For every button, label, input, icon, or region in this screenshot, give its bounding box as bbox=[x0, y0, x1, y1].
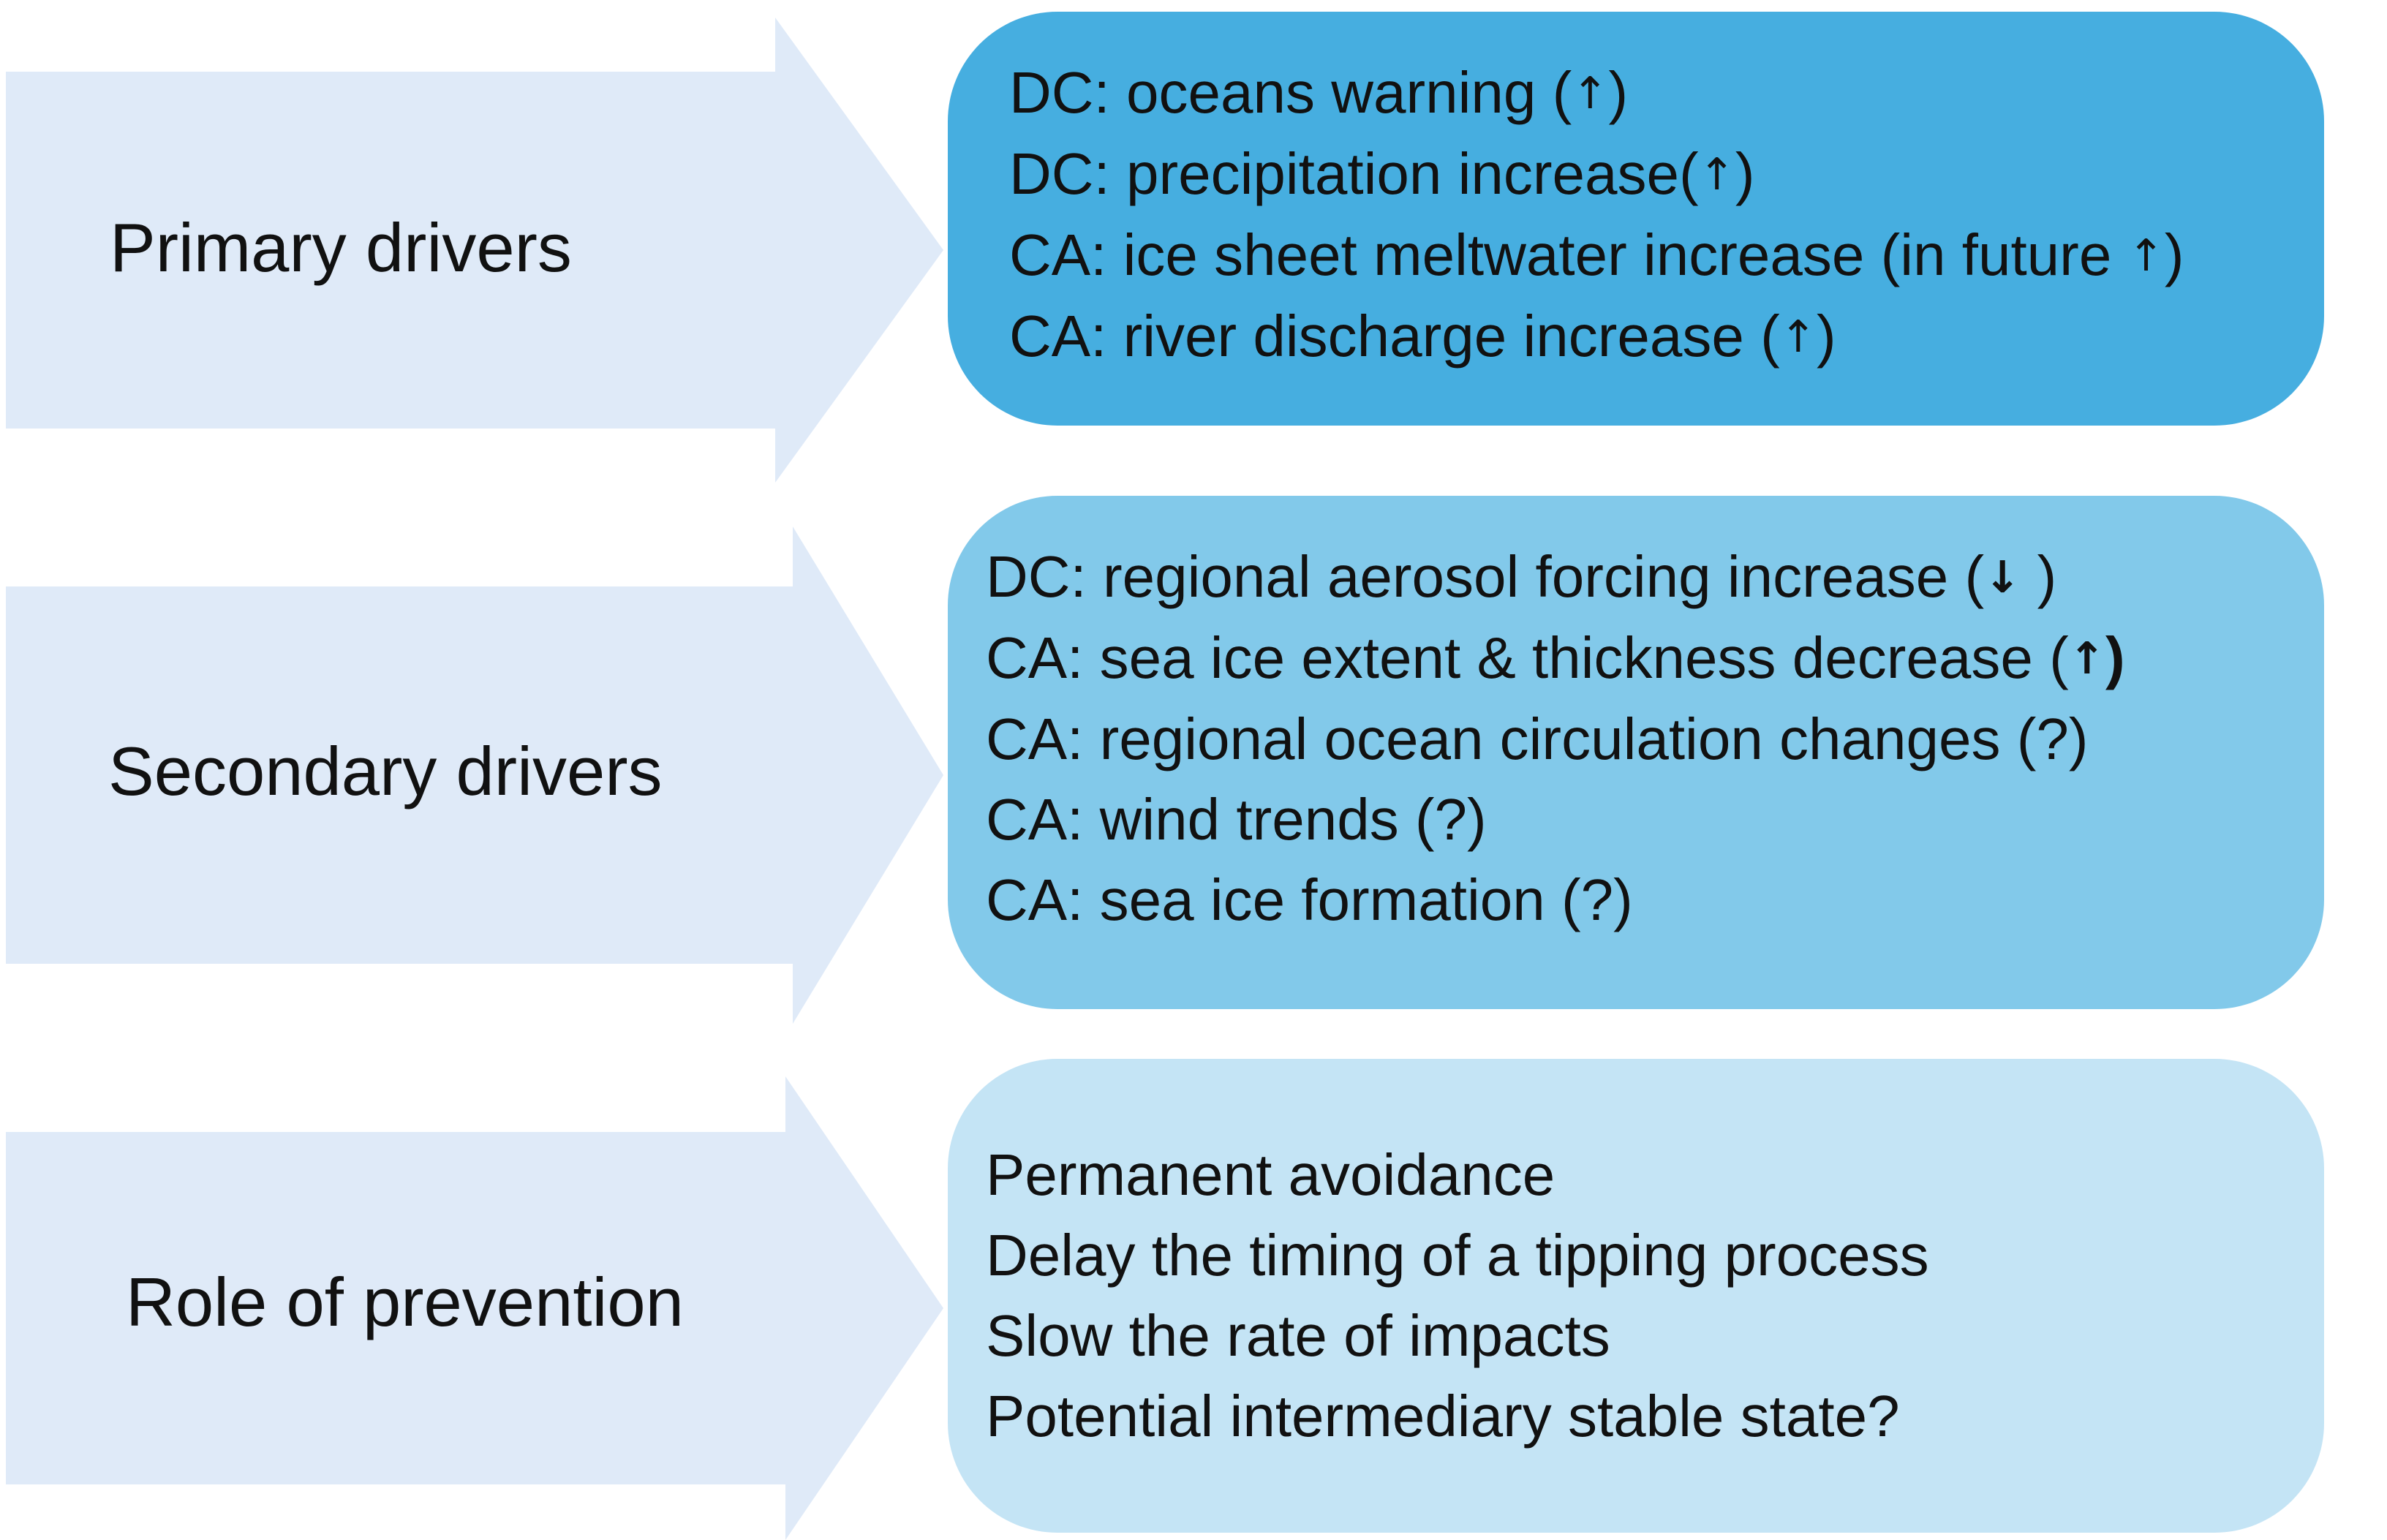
primary-drivers-arrow-shape bbox=[6, 18, 943, 483]
primary-driver-item: DC: oceans warning (↑) bbox=[1009, 60, 1629, 125]
primary-drivers-arrow bbox=[0, 18, 943, 483]
primary-driver-item: DC: precipitation increase(↑) bbox=[1009, 141, 1755, 206]
secondary-drivers-arrow bbox=[0, 526, 943, 1024]
secondary-drivers-box: DC: regional aerosol forcing increase (↓… bbox=[948, 496, 2324, 1009]
role-of-prevention-box: Permanent avoidance Delay the timing of … bbox=[948, 1059, 2324, 1533]
role-of-prevention-arrow bbox=[0, 1076, 943, 1540]
down-arrow-icon: ↓ bbox=[1984, 552, 2021, 603]
up-arrow-icon: ↑ bbox=[2068, 633, 2105, 684]
role-of-prevention-label: Role of prevention bbox=[126, 1264, 684, 1340]
primary-drivers-box: DC: oceans warning (↑) DC: precipitation… bbox=[948, 12, 2324, 426]
up-arrow-icon: ↑ bbox=[1572, 68, 1609, 119]
secondary-drivers-arrow-shape bbox=[6, 526, 943, 1024]
secondary-driver-item: CA: sea ice formation (?) bbox=[986, 867, 1633, 932]
primary-drivers-list: DC: oceans warning (↑) DC: precipitation… bbox=[1009, 53, 2184, 377]
up-arrow-icon: ↑ bbox=[1698, 149, 1735, 200]
up-arrow-icon: ↑ bbox=[1779, 312, 1817, 363]
primary-driver-item: CA: ice sheet meltwater increase (in fut… bbox=[1009, 222, 2184, 287]
secondary-driver-item: CA: sea ice extent & thickness decrease … bbox=[986, 625, 2125, 690]
secondary-driver-item: DC: regional aerosol forcing increase (↓… bbox=[986, 544, 2057, 609]
secondary-driver-item: CA: wind trends (?) bbox=[986, 787, 1487, 852]
prevention-item: Permanent avoidance bbox=[986, 1142, 1555, 1207]
prevention-item: Slow the rate of impacts bbox=[986, 1303, 1610, 1368]
role-of-prevention-list: Permanent avoidance Delay the timing of … bbox=[986, 1135, 1929, 1457]
secondary-driver-item: CA: regional ocean circulation changes (… bbox=[986, 706, 2089, 771]
up-arrow-icon: ↑ bbox=[2127, 230, 2165, 282]
primary-drivers-label: Primary drivers bbox=[110, 209, 572, 286]
prevention-item: Delay the timing of a tipping process bbox=[986, 1223, 1929, 1288]
secondary-drivers-label: Secondary drivers bbox=[108, 733, 663, 809]
role-of-prevention-arrow-shape bbox=[6, 1076, 943, 1540]
prevention-item: Potential intermediary stable state? bbox=[986, 1384, 1900, 1449]
primary-driver-item: CA: river discharge increase (↑) bbox=[1009, 303, 1836, 369]
secondary-drivers-list: DC: regional aerosol forcing increase (↓… bbox=[986, 537, 2125, 940]
